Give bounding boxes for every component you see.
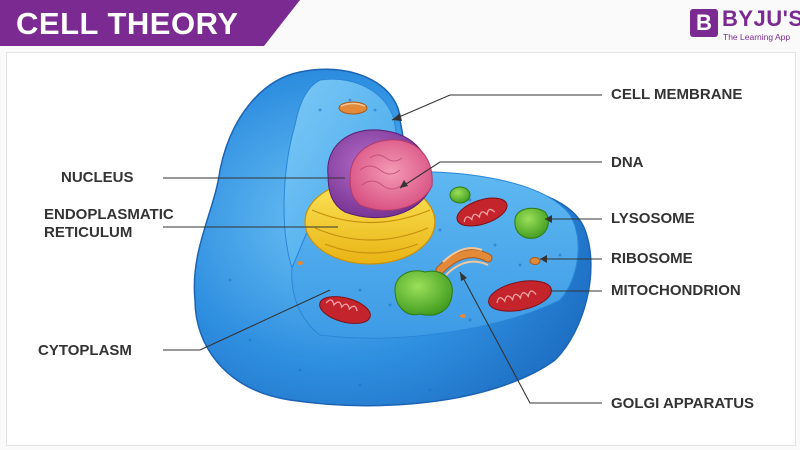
leader-lines xyxy=(163,94,602,404)
golgi-apparatus xyxy=(435,247,493,276)
ribosome xyxy=(529,257,541,265)
mitochondrion-top xyxy=(456,197,508,227)
lysosome xyxy=(514,207,549,239)
leader-arrowheads xyxy=(392,113,552,281)
label-golgi-apparatus: GOLGI APPARATUS xyxy=(611,395,755,412)
nucleus xyxy=(327,129,433,219)
label-er-line2: RETICULUM xyxy=(44,224,133,241)
label-nucleus: NUCLEUS xyxy=(61,169,134,186)
page-title: CELL THEORY xyxy=(16,6,239,41)
ribosome-3 xyxy=(297,261,303,265)
label-cell-membrane: CELL MEMBRANE xyxy=(611,86,743,103)
label-ribosome: RIBOSOME xyxy=(611,250,693,267)
logo-name: BYJU'S xyxy=(722,6,800,31)
label-er-line1: ENDOPLASMATIC xyxy=(44,206,174,223)
title-banner xyxy=(0,0,300,46)
wall-golgi xyxy=(338,101,368,115)
label-dna: DNA xyxy=(611,154,644,171)
mitochondrion-right xyxy=(488,280,552,312)
logo-mark: B xyxy=(690,9,718,37)
logo-tagline: The Learning App xyxy=(723,32,791,42)
label-mitochondrion: MITOCHONDRION xyxy=(611,282,741,299)
mitochondrion-left xyxy=(319,296,371,324)
small-vesicle xyxy=(449,186,471,204)
byjus-logo: B BYJU'S The Learning App xyxy=(690,6,800,46)
label-cytoplasm: CYTOPLASM xyxy=(38,342,132,359)
ribosome-2 xyxy=(460,314,466,318)
label-lysosome: LYSOSOME xyxy=(611,210,695,227)
lysosome-center xyxy=(394,270,453,316)
